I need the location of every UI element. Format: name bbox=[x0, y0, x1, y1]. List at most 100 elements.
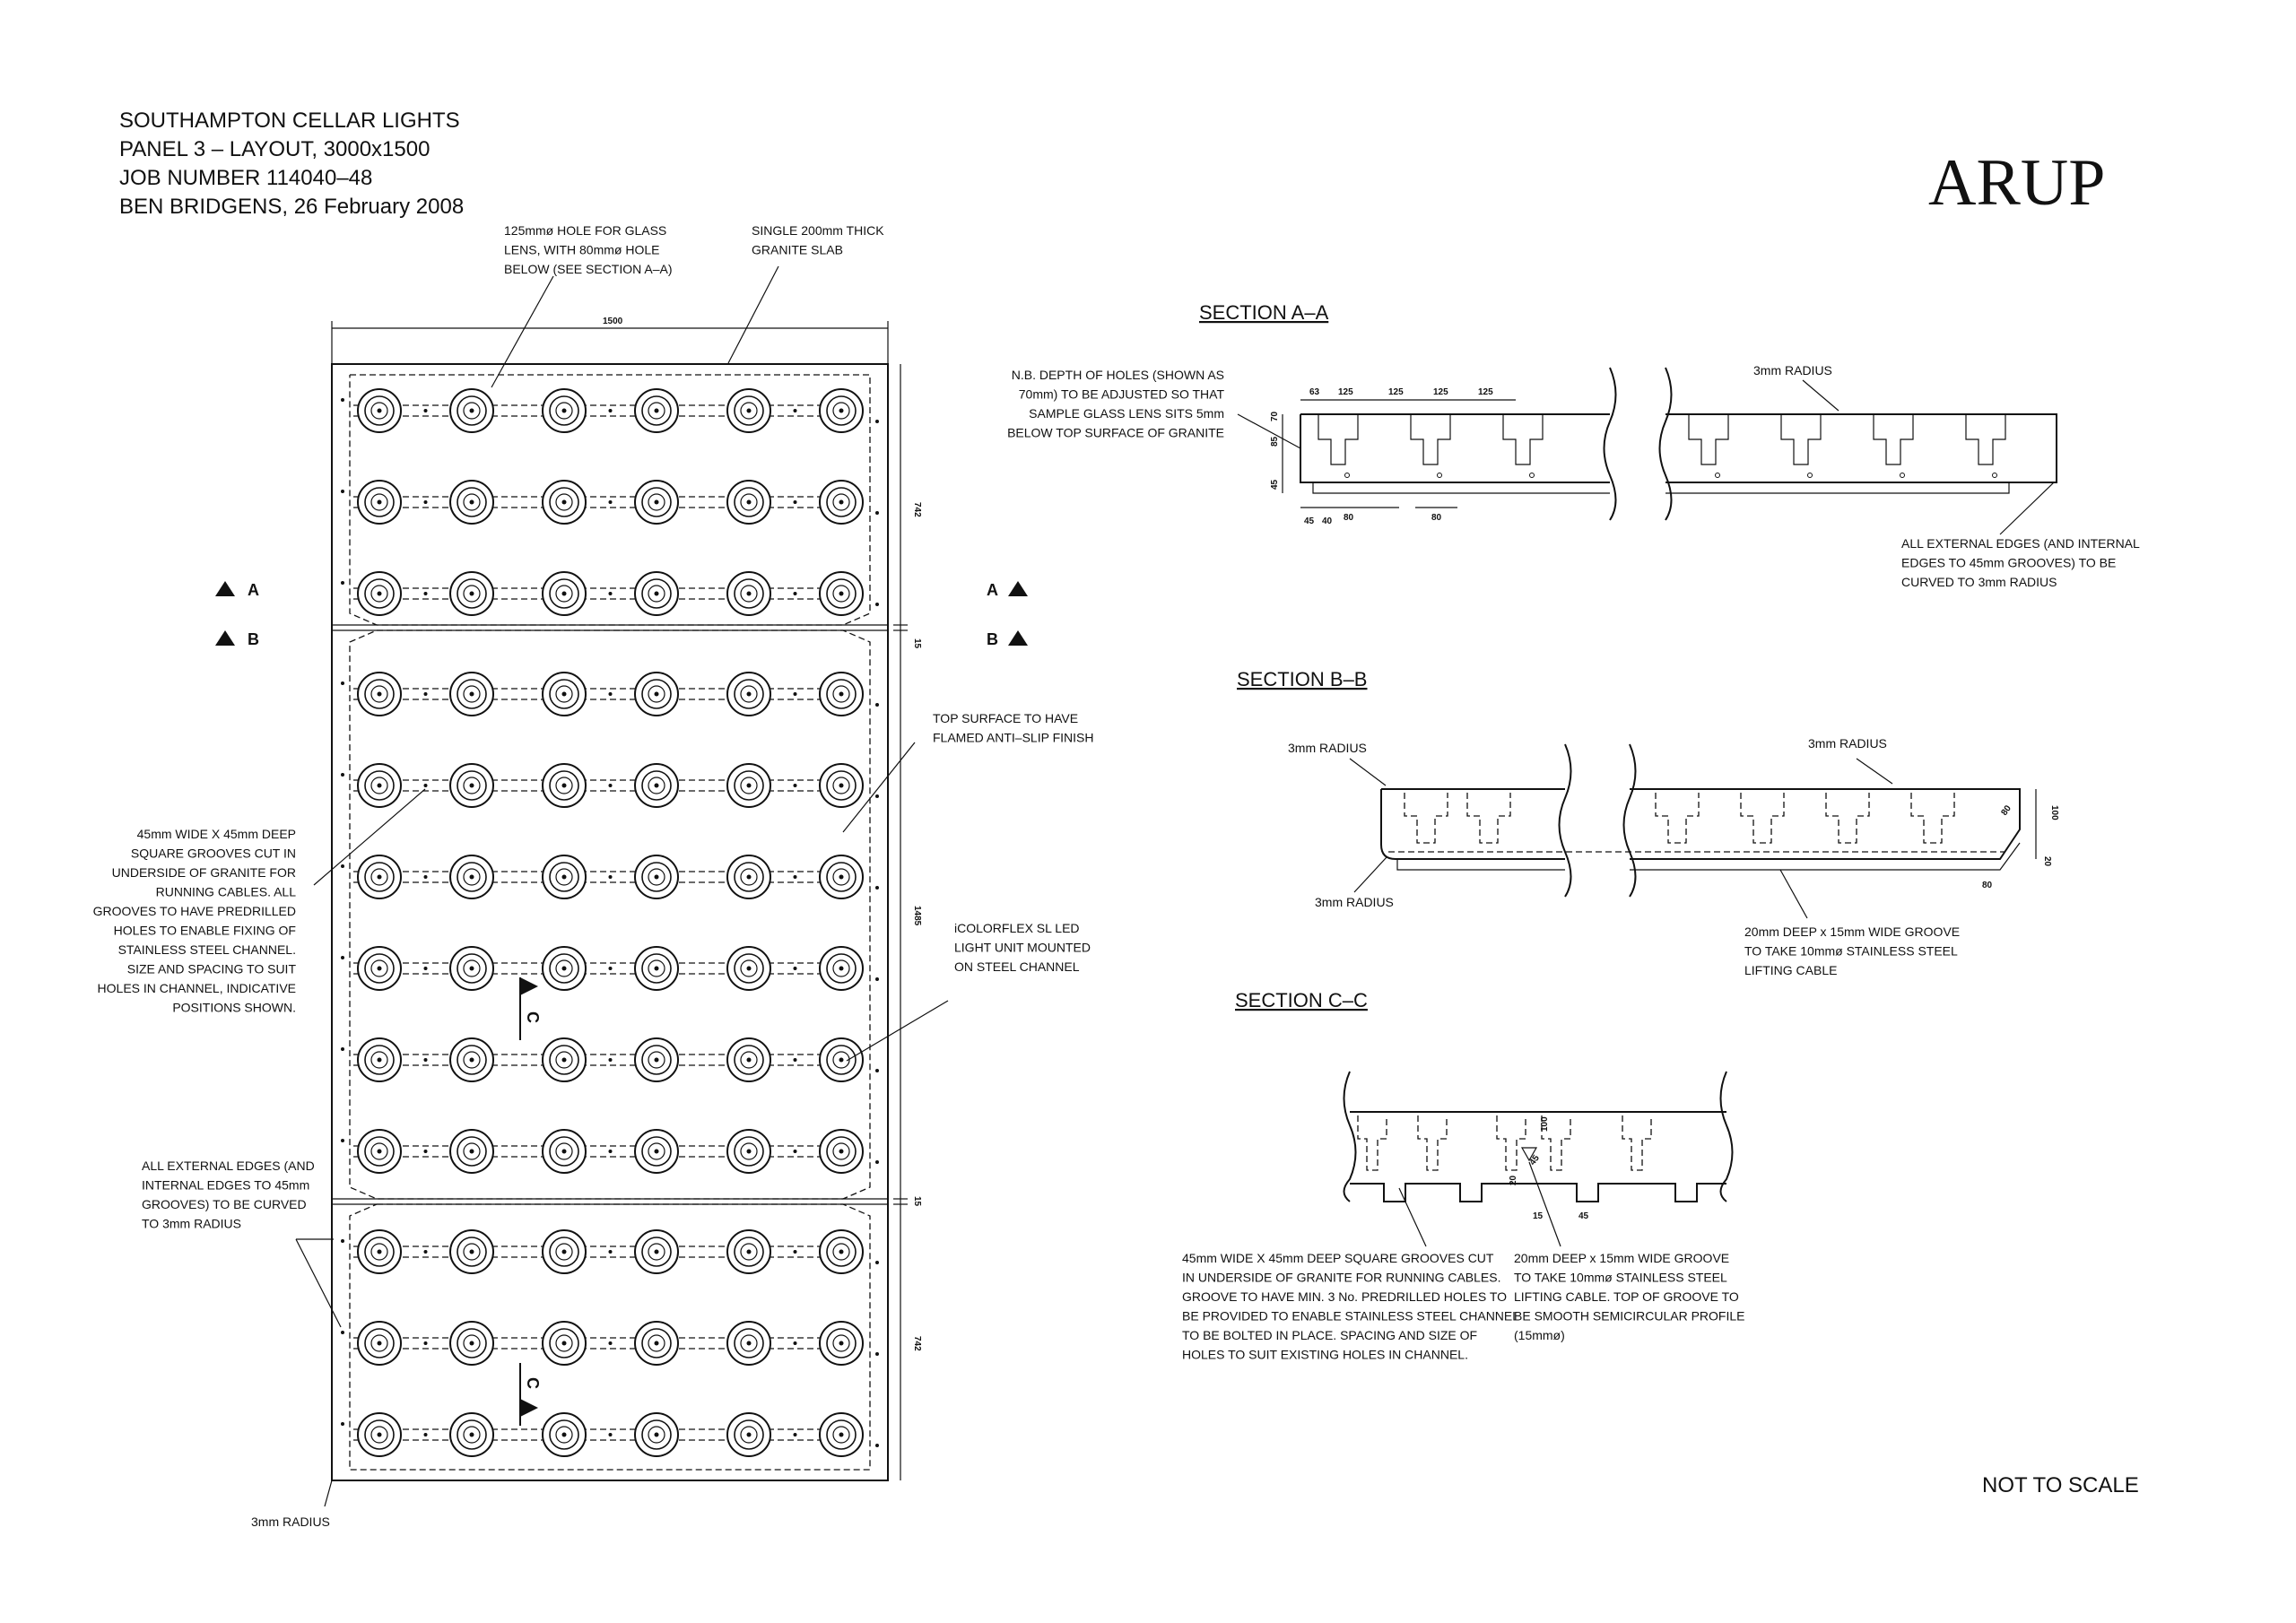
lens-row bbox=[341, 672, 879, 716]
aa-dim-85: 85 bbox=[1270, 436, 1280, 447]
not-to-scale-label: NOT TO SCALE bbox=[1982, 1473, 2139, 1497]
lens-hole-profile bbox=[1780, 414, 1822, 465]
glass-lens bbox=[726, 763, 771, 808]
break-line bbox=[1719, 1071, 1734, 1202]
note-line: N.B. DEPTH OF HOLES (SHOWN AS bbox=[1012, 368, 1224, 382]
note-line: TO TAKE 10mmø STAINLESS STEEL bbox=[1744, 944, 1958, 959]
cc-dim-45b: 45 bbox=[1578, 1211, 1589, 1221]
bb-radius-right: 3mm RADIUS bbox=[1808, 736, 1887, 751]
glass-lens bbox=[819, 1412, 864, 1457]
leader-led bbox=[846, 1000, 949, 1062]
note-line: UNDERSIDE OF GRANITE FOR bbox=[112, 865, 296, 880]
section-marker-b-left: B bbox=[215, 630, 259, 648]
section-cc-title: SECTION C–C bbox=[1235, 989, 1368, 1011]
lens-hole-profile bbox=[1410, 414, 1451, 465]
glass-lens bbox=[449, 672, 494, 716]
channel bbox=[1396, 859, 1565, 871]
title-line-2: PANEL 3 – LAYOUT, 3000x1500 bbox=[119, 137, 430, 161]
glass-lens bbox=[726, 946, 771, 991]
note-line: BELOW TOP SURFACE OF GRANITE bbox=[1007, 426, 1224, 440]
section-cc: SECTION C–C 100 45 20 15 45 bbox=[1235, 989, 1734, 1247]
glass-lens bbox=[542, 1037, 587, 1082]
lens-row bbox=[341, 1129, 879, 1174]
glass-lens bbox=[357, 1229, 402, 1274]
lens-holes bbox=[1318, 414, 2006, 478]
lens-hole-profile bbox=[1357, 1115, 1387, 1171]
lens-hole-profile bbox=[1655, 793, 1700, 844]
lens-hole-profile bbox=[1825, 793, 1870, 844]
cc-dim-100: 100 bbox=[1540, 1116, 1550, 1132]
lens-row bbox=[341, 1229, 879, 1274]
glass-lens bbox=[726, 1412, 771, 1457]
glass-lens bbox=[819, 388, 864, 433]
glass-lens bbox=[542, 1321, 587, 1366]
glass-lens bbox=[634, 1229, 679, 1274]
note-line: LIFTING CABLE. TOP OF GROOVE TO bbox=[1514, 1289, 1739, 1304]
glass-lens bbox=[357, 1412, 402, 1457]
slab-outline bbox=[1300, 414, 1610, 483]
glass-lens bbox=[819, 855, 864, 899]
lens-hole-profile bbox=[1622, 1115, 1652, 1171]
glass-lens bbox=[726, 1229, 771, 1274]
svg-text:A: A bbox=[248, 581, 259, 599]
aa-dim-40: 40 bbox=[1322, 516, 1333, 526]
lens-hole-profile bbox=[1965, 414, 2006, 465]
break-line bbox=[1622, 743, 1637, 898]
glass-lens bbox=[819, 1129, 864, 1174]
section-marker-c-lower: C bbox=[519, 1363, 542, 1426]
section-marker-a-right: A bbox=[987, 581, 1028, 599]
glass-lens bbox=[449, 571, 494, 616]
glass-lens bbox=[542, 480, 587, 525]
note-line: 20mm DEEP x 15mm WIDE GROOVE bbox=[1514, 1251, 1729, 1265]
section-marker-c-upper: C bbox=[519, 977, 542, 1040]
bb-dim-100: 100 bbox=[2049, 805, 2059, 820]
lens-row bbox=[341, 946, 879, 991]
leader-groove bbox=[1779, 869, 1808, 919]
note-line: GROOVES) TO BE CURVED bbox=[142, 1197, 307, 1211]
lens-row bbox=[341, 1321, 879, 1366]
note-line: STAINLESS STEEL CHANNEL. bbox=[118, 942, 296, 957]
leader-radius bbox=[1349, 758, 1387, 786]
lifting-groove bbox=[1520, 1147, 1538, 1162]
aa-dim-80: 80 bbox=[1344, 513, 1354, 523]
glass-lens bbox=[449, 388, 494, 433]
glass-lens bbox=[634, 763, 679, 808]
lens-hole-profile bbox=[1417, 1115, 1448, 1171]
note-line: ALL EXTERNAL EDGES (AND INTERNAL bbox=[1901, 536, 2140, 551]
aa-dim-125c: 125 bbox=[1433, 387, 1448, 397]
glass-lens bbox=[819, 1229, 864, 1274]
glass-lens bbox=[726, 388, 771, 433]
note-line: 45mm WIDE X 45mm DEEP bbox=[137, 827, 296, 841]
aa-dim-45b: 45 bbox=[1304, 516, 1315, 526]
note-line: RUNNING CABLES. ALL bbox=[156, 885, 297, 899]
glass-lens bbox=[357, 763, 402, 808]
glass-lens bbox=[357, 1321, 402, 1366]
glass-lens bbox=[449, 1412, 494, 1457]
note-line: GROOVE TO HAVE MIN. 3 No. PREDRILLED HOL… bbox=[1182, 1289, 1507, 1304]
note-line: BELOW (SEE SECTION A–A) bbox=[504, 262, 673, 276]
note-line: SIZE AND SPACING TO SUIT bbox=[127, 962, 297, 976]
leader-radius bbox=[1353, 856, 1387, 893]
panel-plan: 1500 742 15 1485 15 742 A B A B bbox=[215, 265, 1028, 1507]
break-line bbox=[1658, 367, 1673, 521]
glass-lens bbox=[449, 946, 494, 991]
glass-lens bbox=[634, 480, 679, 525]
section-bb-title: SECTION B–B bbox=[1237, 668, 1367, 690]
aa-dim-125a: 125 bbox=[1338, 387, 1353, 397]
note-line: ALL EXTERNAL EDGES (AND bbox=[142, 1159, 315, 1173]
subpanel-dashed bbox=[349, 629, 871, 1200]
aa-radius-label: 3mm RADIUS bbox=[1753, 363, 1832, 378]
leader-surface bbox=[842, 742, 916, 833]
glass-lens bbox=[726, 1037, 771, 1082]
glass-lens bbox=[542, 1229, 587, 1274]
note-line: GRANITE SLAB bbox=[752, 243, 843, 257]
note-line: iCOLORFLEX SL LED bbox=[954, 921, 1080, 935]
bb-dim-80b: 80 bbox=[1982, 881, 1993, 890]
section-cc-profile bbox=[1350, 1115, 1726, 1202]
glass-lens bbox=[542, 571, 587, 616]
section-marker-b-right: B bbox=[987, 630, 1028, 648]
